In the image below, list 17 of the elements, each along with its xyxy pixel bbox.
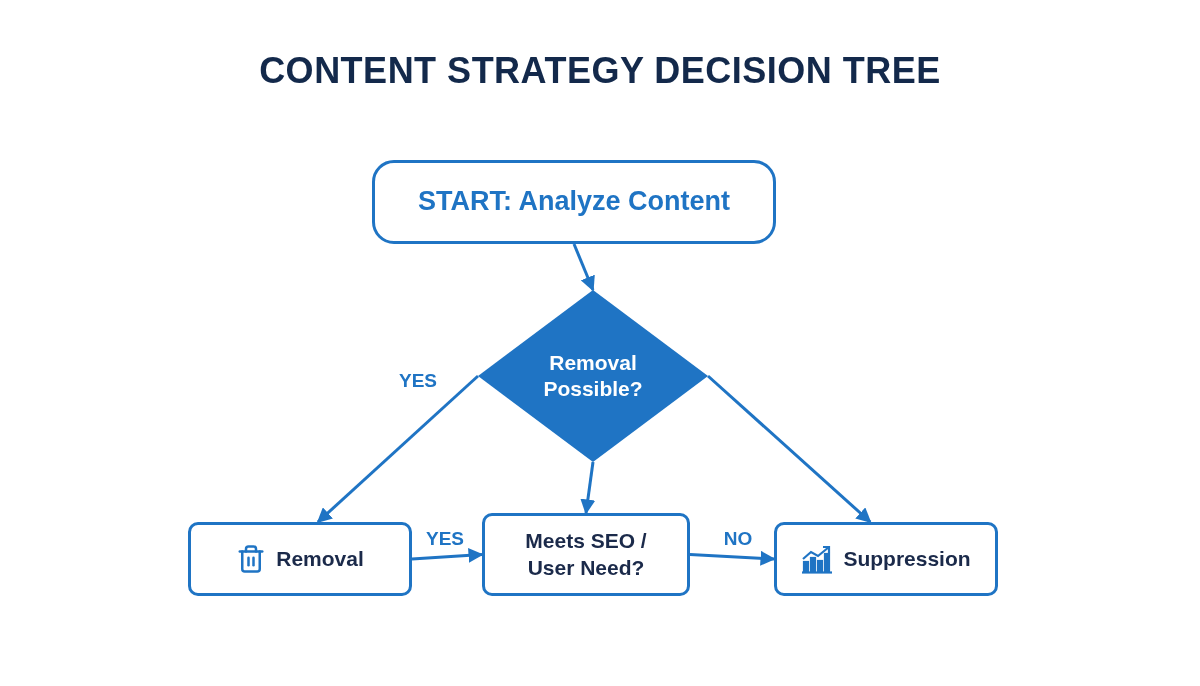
diagram-title: CONTENT STRATEGY DECISION TREE <box>258 50 942 92</box>
process-box <box>188 522 412 596</box>
arrow <box>572 243 595 292</box>
node-label: START: Analyze Content <box>418 185 730 219</box>
arrow <box>689 550 776 566</box>
process-box <box>774 522 998 596</box>
node-label: Meets SEO / User Need? <box>524 528 648 581</box>
process-box <box>482 513 690 596</box>
node-label: Suppression <box>843 545 971 572</box>
arrow <box>707 374 872 524</box>
arrow <box>316 374 479 524</box>
decision-diamond <box>478 290 708 462</box>
node-label: Removal Possible? <box>542 349 644 402</box>
arrow <box>580 461 596 515</box>
arrow <box>411 547 484 563</box>
node-label: Removal <box>276 545 364 572</box>
start-box <box>372 160 776 244</box>
